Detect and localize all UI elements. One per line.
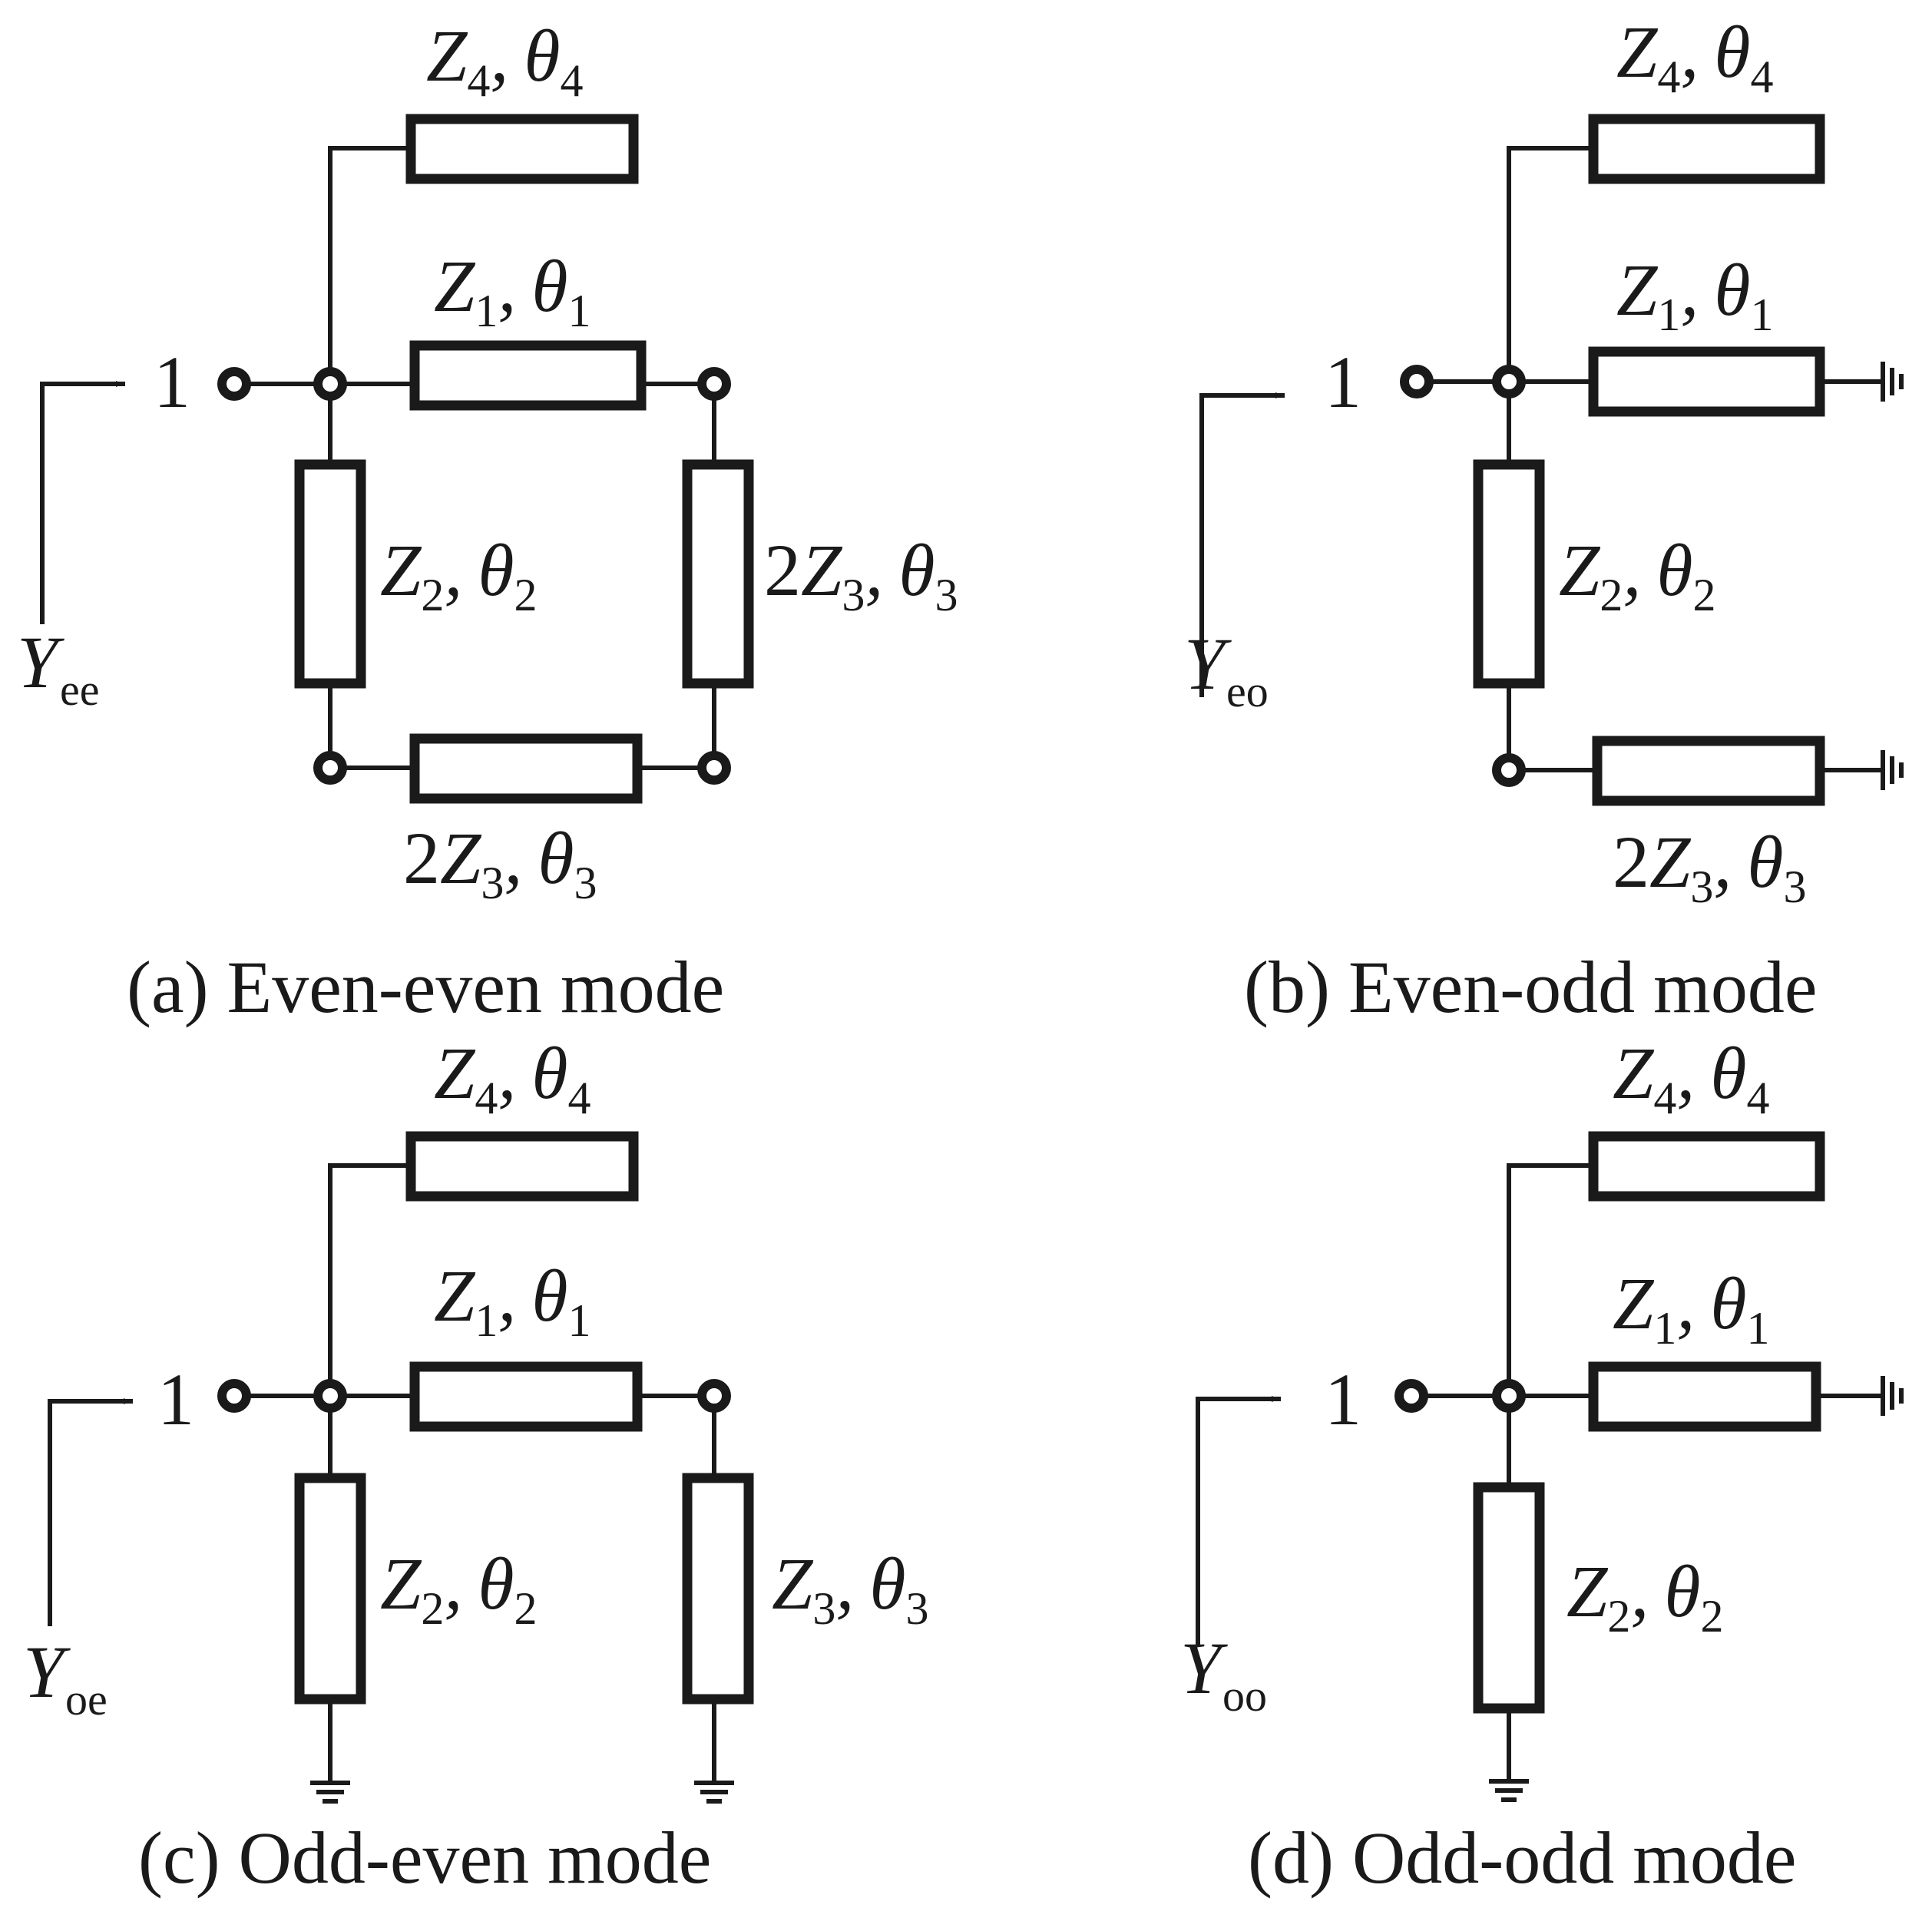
wire [232,1163,716,1784]
port-label: 1 [154,341,190,423]
ground-symbol [1883,362,1901,402]
line-z2 [294,1473,366,1705]
label-z4-theta4: Z4,θ4 [1613,1032,1770,1123]
svg-text:oe: oe [65,1675,108,1724]
node [697,751,731,785]
node [1492,753,1526,787]
input-arrow [1199,392,1285,697]
line-2z3 [1592,736,1825,806]
ground-symbol [694,1783,734,1801]
port-label: 1 [1325,341,1361,423]
ground-symbol [1883,1376,1901,1416]
line-2z3-vertical [682,459,754,689]
port-label: 1 [157,1358,194,1440]
label-2z3-theta3-vertical: 2Z3,θ3 [764,529,958,620]
line-z4 [405,1131,639,1202]
svg-text:ee: ee [60,665,100,715]
wire [1409,1163,1884,1782]
panel-b-even-odd: 1 Y eo Z4,θ4 Z1,θ1 Z2,θ2 2Z3,θ3 (b) Even… [1184,11,1901,1028]
port-node [217,367,251,401]
label-z4-theta4: Z4,θ4 [434,1032,591,1123]
node [697,1379,731,1413]
ground-symbol [310,1783,350,1801]
line-z4 [405,114,639,184]
caption: (b) Even-odd mode [1244,946,1817,1028]
caption: (a) Even-even mode [127,946,724,1028]
input-arrow [40,381,125,624]
input-arrow [48,1398,133,1626]
label-z1-theta1: Z1,θ1 [434,245,591,336]
caption: (d) Odd-odd mode [1248,1817,1797,1899]
label-2z3-theta3: 2Z3,θ3 [1613,821,1807,912]
line-z1 [409,340,647,411]
wire [232,146,716,770]
label-z1-theta1: Z1,θ1 [1616,249,1774,340]
label-z2-theta2: Z2,θ2 [380,1543,538,1634]
label-z4-theta4: Z4,θ4 [426,15,584,106]
svg-text:eo: eo [1226,666,1269,716]
svg-text:Y: Y [17,621,65,703]
wire [1414,146,1884,772]
port-node [1394,1379,1428,1413]
line-z4 [1588,1131,1825,1202]
junction-node [1492,365,1526,398]
node [313,751,347,785]
label-z4-theta4: Z4,θ4 [1616,11,1774,102]
line-z1 [1588,1361,1821,1432]
line-z2 [1473,459,1545,689]
input-arrow [1196,1396,1281,1645]
node [697,367,731,401]
ground-symbol [1489,1781,1529,1800]
label-z1-theta1: Z1,θ1 [1613,1262,1770,1354]
svg-text:oo: oo [1222,1671,1267,1721]
label-z1-theta1: Z1,θ1 [434,1255,591,1346]
admittance-label: Y oe [23,1631,108,1724]
port-label: 1 [1325,1358,1361,1440]
ground-symbol [1883,750,1901,790]
svg-text:Y: Y [1180,1627,1228,1709]
line-2z3-horizontal [409,733,643,804]
line-z4 [1588,114,1825,184]
junction-node [1492,1379,1526,1413]
label-z3-theta3: Z3,θ3 [772,1543,929,1634]
line-z1 [1588,346,1825,417]
port-node [1400,365,1434,398]
svg-text:Y: Y [23,1631,71,1713]
panel-a-even-even: 1 Y ee Z4,θ4 Z1,θ1 Z2,θ2 2Z3,θ3 [17,15,958,1028]
caption: (c) Odd-even mode [138,1817,711,1899]
admittance-label: Y eo [1184,623,1269,716]
line-z3 [682,1473,754,1705]
panel-c-odd-even: 1 Y oe Z4,θ4 Z1,θ1 Z2,θ2 Z3,θ3 (c) Odd-e… [23,1032,929,1899]
line-z2 [1473,1482,1545,1714]
label-z2-theta2: Z2,θ2 [1566,1550,1724,1642]
admittance-label: Y oo [1180,1627,1267,1721]
label-z2-theta2: Z2,θ2 [1559,529,1716,620]
panel-d-odd-odd: 1 Y oo Z4,θ4 Z1,θ1 Z2,θ2 (d) Odd-odd mod… [1180,1032,1901,1899]
admittance-label: Y ee [17,621,100,715]
junction-node [313,1379,347,1413]
svg-text:Y: Y [1184,623,1232,705]
port-node [217,1379,251,1413]
label-z2-theta2: Z2,θ2 [380,529,538,620]
line-z1 [409,1361,643,1432]
junction-node [313,367,347,401]
label-2z3-theta3-horizontal: 2Z3,θ3 [403,817,597,908]
line-z2 [294,459,366,689]
